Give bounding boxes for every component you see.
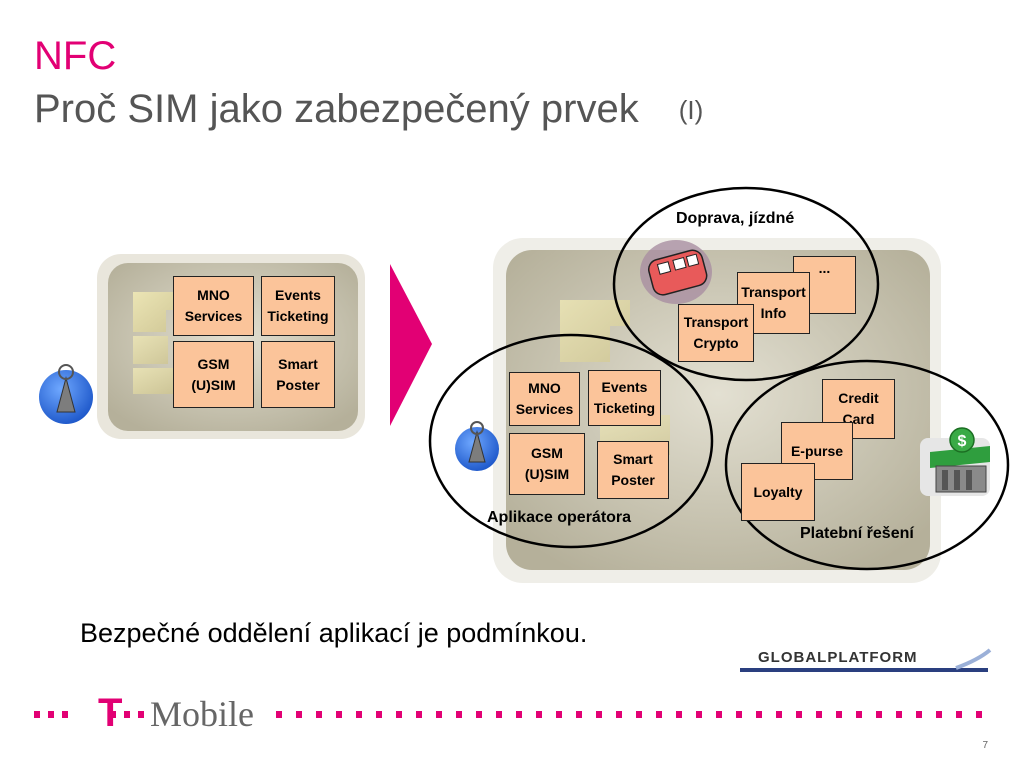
operator-box-gsm-usim: GSM (U)SIM (509, 433, 585, 495)
transport-box-crypto: Transport Crypto (678, 304, 754, 362)
operator-label: Aplikace operátora (487, 509, 632, 526)
page-number: 7 (982, 740, 988, 751)
operator-ellipse (428, 333, 714, 549)
transport-ellipse (612, 186, 880, 382)
transport-label: Doprava, jízdné (676, 210, 795, 227)
payment-label: Platební řešení (800, 525, 914, 542)
operator-box-smart-poster: Smart Poster (597, 441, 669, 499)
antenna-icon (39, 364, 93, 424)
tmobile-logo: T Mobile (26, 690, 988, 736)
payment-box-loyalty: Loyalty (741, 463, 815, 521)
antenna-icon-right (455, 421, 499, 471)
arrow-right-icon (390, 264, 432, 426)
train-icon (640, 240, 712, 304)
slide-title: Proč SIM jako zabezpečený prvek (I) (34, 86, 703, 133)
bank-dollar-icon: $ (920, 427, 990, 496)
globalplatform-logo-bar (740, 648, 992, 672)
left-box-smart-poster: Smart Poster (261, 341, 335, 408)
operator-box-events-ticketing: Events Ticketing (588, 370, 661, 426)
security-statement: Bezpečné oddělení aplikací je podmínkou. (80, 618, 588, 648)
operator-box-mno-services: MNO Services (509, 372, 580, 426)
svg-text:$: $ (958, 433, 967, 450)
payment-ellipse (724, 359, 1010, 571)
title-nfc: NFC (34, 34, 117, 78)
tmobile-logo-t: T (98, 691, 123, 735)
payment-box-e-purse: E-purse (781, 422, 853, 480)
tmobile-dots (34, 711, 982, 718)
tmobile-logo-word: Mobile (150, 694, 254, 734)
left-box-events-ticketing: Events Ticketing (261, 276, 335, 336)
slide-title-suffix: (I) (678, 95, 704, 125)
globalplatform-logo: GLOBALPLATFORM (758, 649, 918, 666)
slide-title-text: Proč SIM jako zabezpečený prvek (34, 87, 639, 131)
left-box-mno-services: MNO Services (173, 276, 254, 336)
left-box-gsm-usim: GSM (U)SIM (173, 341, 254, 408)
